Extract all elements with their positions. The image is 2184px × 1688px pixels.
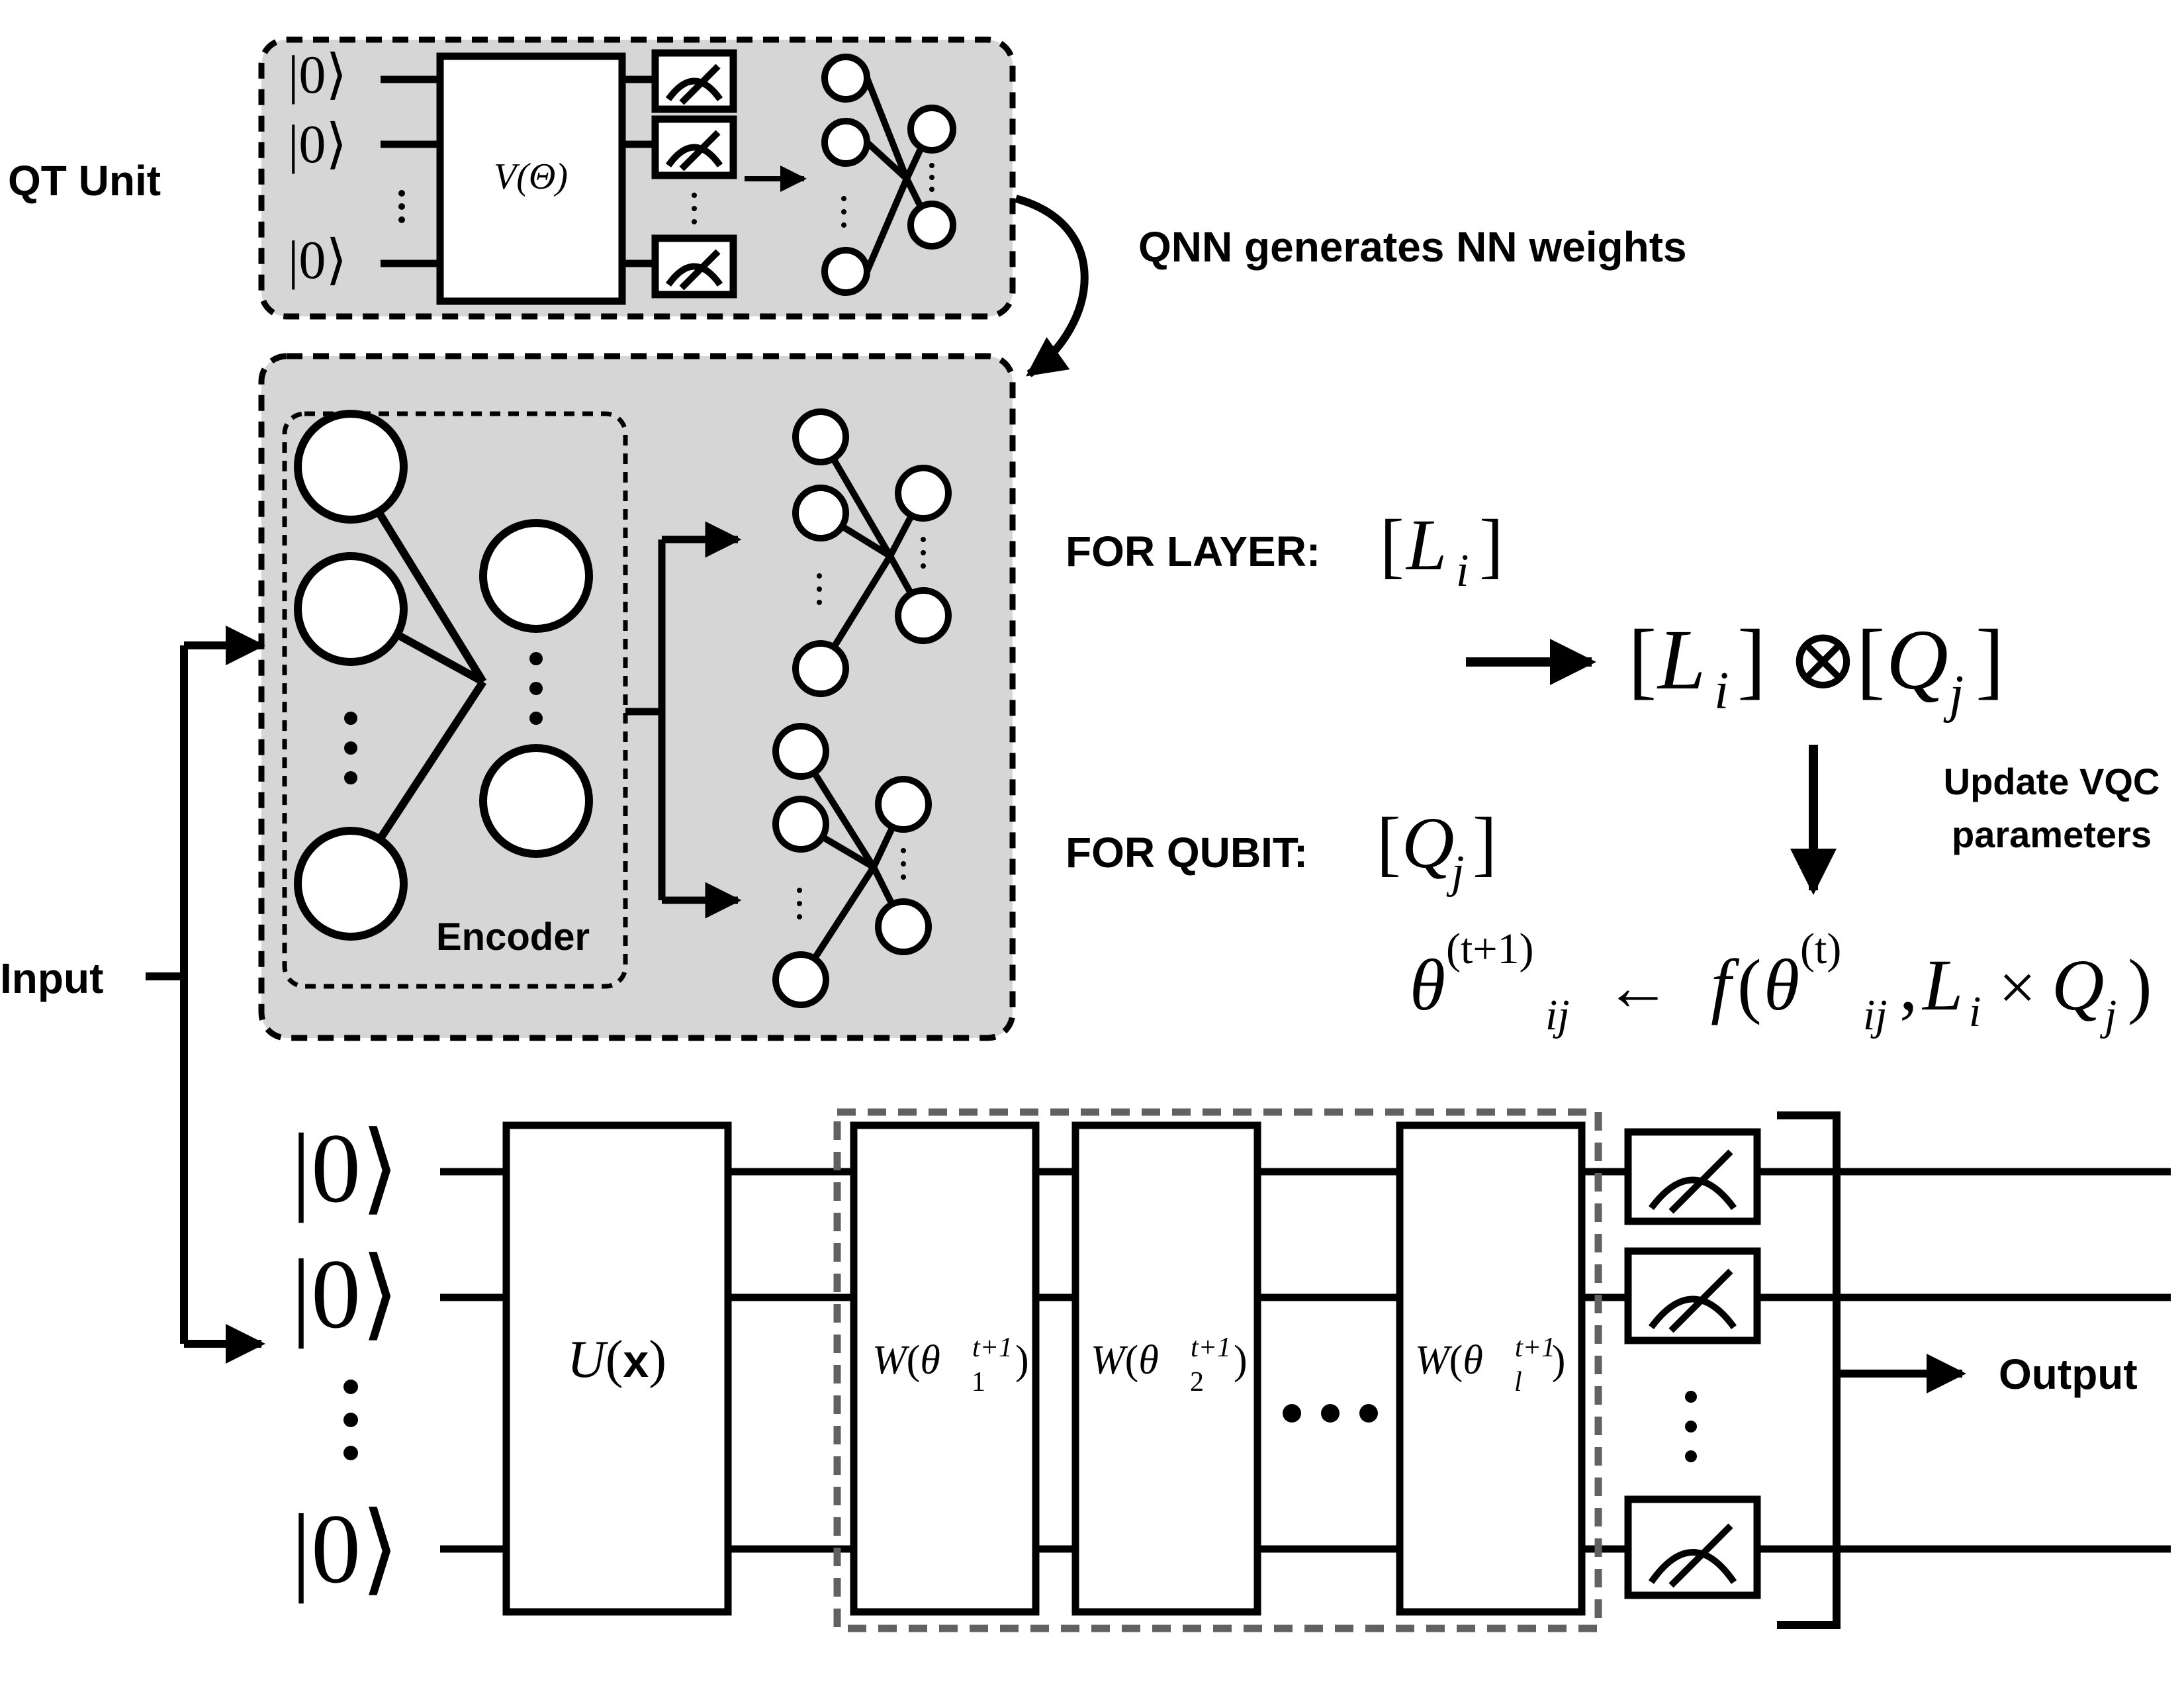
measure-3 xyxy=(1624,1495,1761,1599)
svg-text:[: [ xyxy=(1628,612,1657,708)
update-label-line1: Update VQC xyxy=(1944,761,2160,802)
ket-zero-qt-1: |0⟩ xyxy=(288,44,347,105)
vertical-ellipsis-kets xyxy=(343,1380,358,1460)
svg-text:,: , xyxy=(1899,945,1918,1025)
for-qubit-group: FOR QUBIT: [ Q j ] xyxy=(1066,802,1497,898)
ket-zero-2: |0⟩ xyxy=(291,1239,400,1349)
variational-block-box xyxy=(833,1108,1602,1632)
variational-gate-1 xyxy=(850,1121,1040,1616)
svg-text:i: i xyxy=(1969,988,1981,1036)
svg-text:ij: ij xyxy=(1545,991,1570,1039)
svg-text:ij: ij xyxy=(1863,991,1888,1039)
svg-text:L: L xyxy=(1657,612,1706,708)
qubit-symbol: Q xyxy=(1402,802,1454,883)
v-theta-gate xyxy=(436,52,626,305)
qt-neural-network xyxy=(821,54,956,296)
encoding-gate-label: U(x) xyxy=(567,1331,666,1389)
measure-qt-2 xyxy=(651,115,737,179)
measure-1 xyxy=(1624,1128,1761,1225)
layer-index: i xyxy=(1456,545,1469,596)
ket-zero-1: |0⟩ xyxy=(291,1113,400,1223)
svg-text:←: ← xyxy=(1605,951,1671,1024)
svg-text:(t): (t) xyxy=(1800,925,1841,973)
svg-text:Q: Q xyxy=(2052,945,2104,1025)
tensor-product-expression: [ L i ] ⊗ [ Q j ] xyxy=(1628,612,2004,724)
for-layer-label: FOR LAYER: xyxy=(1066,528,1320,575)
measure-qt-3 xyxy=(651,234,737,299)
svg-text:]: ] xyxy=(1473,802,1497,883)
vertical-ellipsis-measure-qt xyxy=(692,193,697,224)
tensor-symbol: ⊗ xyxy=(1787,612,1859,708)
ket-zero-3: |0⟩ xyxy=(291,1494,400,1604)
vertical-ellipsis-measure xyxy=(1685,1391,1697,1462)
svg-text:(: ( xyxy=(1737,945,1762,1025)
svg-text:(t+1): (t+1) xyxy=(1446,925,1534,973)
output-label: Output xyxy=(1999,1350,2138,1398)
qt-unit-panel: QT Unit |0⟩ |0⟩ |0⟩ V(Θ) xyxy=(8,36,1016,320)
encoding-gate-u xyxy=(502,1121,732,1616)
svg-text:f: f xyxy=(1711,945,1740,1025)
for-qubit-label: FOR QUBIT: xyxy=(1066,829,1308,876)
svg-text:]: ] xyxy=(1479,504,1504,585)
qnn-generates-label: QNN generates NN weights xyxy=(1138,223,1687,271)
qubit-neural-network xyxy=(772,723,932,1008)
layer-neural-network xyxy=(792,408,952,697)
encoder-label: Encoder xyxy=(436,915,590,959)
svg-text:θ: θ xyxy=(1764,945,1799,1025)
svg-text:): ) xyxy=(2128,945,2152,1025)
variational-gate-2 xyxy=(1071,1121,1261,1616)
update-label-line2: parameters xyxy=(1952,814,2152,855)
encoder-box xyxy=(282,411,628,989)
update-rule-expression: θ (t+1) ij ← f ( θ (t) ij , L i × Q j ) xyxy=(1410,925,2152,1039)
encoder-neural-network xyxy=(294,410,593,941)
svg-text:θ: θ xyxy=(1410,945,1445,1025)
measure-2 xyxy=(1624,1247,1761,1344)
layer-symbol: L xyxy=(1405,504,1447,585)
svg-text:[: [ xyxy=(1380,504,1404,585)
svg-text:L: L xyxy=(1921,945,1963,1025)
ket-zero-qt-3: |0⟩ xyxy=(288,230,347,290)
svg-text:[: [ xyxy=(1856,612,1885,708)
ket-zero-qt-2: |0⟩ xyxy=(288,114,347,174)
encoder-panel: Encoder xyxy=(258,353,1016,1041)
svg-text:×: × xyxy=(1999,951,2036,1024)
measure-qt-1 xyxy=(651,49,737,113)
for-layer-group: FOR LAYER: [ L i ] xyxy=(1066,504,1504,596)
svg-text:[: [ xyxy=(1377,802,1401,883)
qt-unit-label: QT Unit xyxy=(8,157,161,205)
v-theta-label: V(Θ) xyxy=(494,156,568,197)
svg-text:]: ] xyxy=(1737,612,1766,708)
horizontal-ellipsis-gates xyxy=(1283,1404,1378,1423)
qnn-weights-arrow xyxy=(1015,195,1089,377)
svg-text:]: ] xyxy=(1976,612,2004,708)
input-label: Input xyxy=(0,955,103,1002)
variational-gate-l xyxy=(1396,1121,1586,1616)
svg-text:i: i xyxy=(1714,662,1729,720)
vertical-ellipsis-qt xyxy=(398,190,405,223)
svg-text:Q: Q xyxy=(1886,612,1948,708)
